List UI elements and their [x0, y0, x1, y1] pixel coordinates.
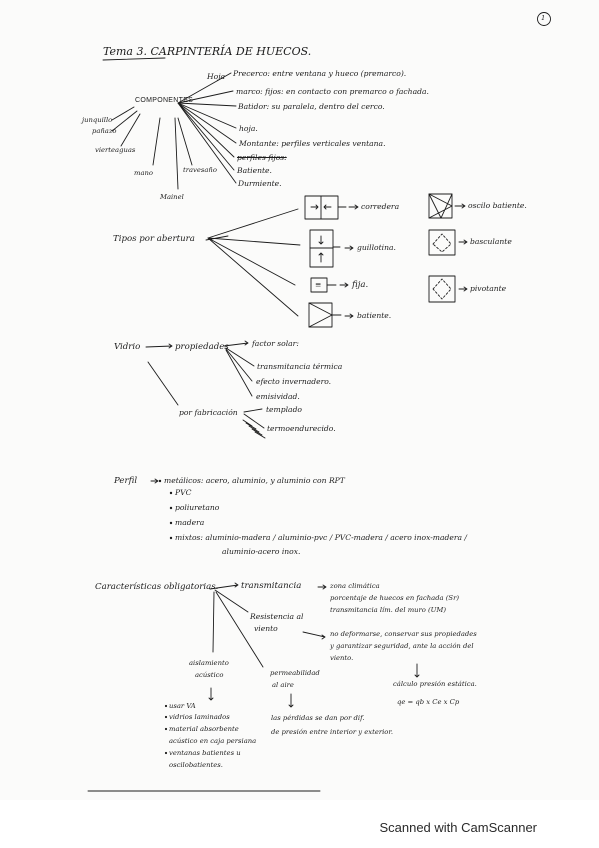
- fab-item: templado: [266, 405, 302, 414]
- perfil-item: aluminio-acero inox.: [222, 547, 301, 556]
- aisl-item: oscilobatientes.: [169, 761, 223, 769]
- aisl-item: ventanas batientes u: [169, 749, 241, 757]
- perm-note: las pérdidas se dan por dif.: [271, 714, 365, 722]
- component-item: Montante: perfiles verticales ventana.: [239, 139, 386, 148]
- component-item: hoja.: [239, 124, 258, 133]
- caract-aislamiento: aislamiento: [189, 659, 229, 667]
- component-left-item: pañazo: [92, 127, 117, 135]
- page-title: Tema 3. CARPINTERÍA DE HUECOS.: [103, 45, 312, 58]
- caract-resistencia: viento: [254, 624, 278, 633]
- prop-item: transmitancia térmica: [257, 362, 343, 371]
- tipo-pivotante: pivotante: [470, 284, 507, 293]
- prop-item: efecto invernadero.: [256, 377, 332, 386]
- aisl-item: vidrios laminados: [169, 713, 230, 721]
- aisl-item: usar VA: [169, 702, 196, 710]
- caract-permeabilidad: permeabilidad: [270, 669, 320, 677]
- aisl-item: material absorbente: [169, 725, 239, 733]
- perfil-item: PVC: [175, 488, 192, 497]
- component-left-item: vierteaguas: [95, 146, 136, 154]
- diagram-lines: [87, 12, 551, 792]
- caract-resistencia: Resistencia al: [250, 612, 304, 621]
- component-item: marco: fijos: en contacto con premarco o…: [236, 87, 429, 96]
- component-item-struck: perfiles fijos:: [237, 153, 287, 162]
- tipo-guillotina: guillotina.: [357, 243, 396, 252]
- tipo-fija: fija.: [352, 280, 369, 290]
- tipo-batiente: batiente.: [357, 311, 392, 320]
- scan-footer: Scanned with CamScanner: [0, 800, 599, 848]
- caracteristicas-label: Características obligatorias.: [95, 582, 219, 592]
- vidrio-propiedades: propiedades: [175, 342, 229, 352]
- perm-note: de presión entre interior y exterior.: [271, 728, 394, 736]
- res-note: no deformarse, conservar sus propiedades: [330, 630, 477, 638]
- hoja-label: Hoja: [207, 72, 226, 81]
- res-note: viento.: [330, 654, 354, 662]
- tipo-corredera: corredera: [361, 202, 400, 211]
- component-bottom-item: Mainel: [160, 193, 184, 201]
- perfil-item: poliuretano: [175, 503, 220, 512]
- fixed-window-symbol: ≡: [315, 280, 322, 289]
- fab-item: termoendurecido.: [267, 424, 336, 433]
- caract-transmitancia: transmitancia: [241, 581, 302, 591]
- aisl-item: acústico en caja persiana: [169, 737, 257, 745]
- component-item: Precerco: entre ventana y hueco (premarc…: [233, 69, 407, 78]
- caract-aislamiento: acústico: [195, 671, 224, 679]
- prop-item: factor solar:: [252, 339, 299, 348]
- tipos-label: Tipos por abertura: [113, 234, 195, 244]
- component-item: Durmiente.: [238, 179, 282, 188]
- tipo-oscilobatiente: oscilo batiente.: [468, 201, 527, 210]
- page-number: 1: [541, 14, 546, 22]
- perfil-label: Perfil: [114, 476, 138, 486]
- component-bottom-item: mano: [134, 169, 153, 177]
- perfil-item: metálicos: acero, aluminio, y aluminio c…: [164, 476, 345, 485]
- perfil-item: madera: [175, 518, 205, 527]
- component-item: Batiente.: [237, 166, 272, 175]
- tipo-basculante: basculante: [470, 237, 512, 246]
- trans-note: transmitancia lím. del muro (UM): [330, 606, 447, 614]
- vidrio-label: Vidrio: [114, 342, 141, 352]
- res-note: y garantizar seguridad, ante la acción d…: [330, 642, 474, 650]
- trans-note: zona climática: [330, 582, 380, 590]
- prop-item: emisividad.: [256, 392, 300, 401]
- component-bottom-item: travesaño: [183, 166, 217, 174]
- componentes-label: COMPONENTES: [135, 97, 194, 104]
- trans-note: porcentaje de huecos en fachada (Sr): [330, 594, 459, 602]
- calc-note: cálculo presión estática.: [393, 680, 477, 688]
- perfil-item: mixtos: aluminio-madera / aluminio-pvc /…: [175, 533, 467, 542]
- scanned-page: [0, 0, 599, 800]
- vidrio-fabricacion: por fabricación: [179, 408, 238, 417]
- caract-permeabilidad: al aire: [272, 681, 294, 689]
- component-item: Batidor: su paralela, dentro del cerco.: [238, 102, 385, 111]
- component-left-item: junquillo: [82, 116, 113, 124]
- calc-formula: qe = qb x Ce x Cp: [397, 698, 460, 706]
- camscanner-watermark: Scanned with CamScanner: [379, 820, 537, 835]
